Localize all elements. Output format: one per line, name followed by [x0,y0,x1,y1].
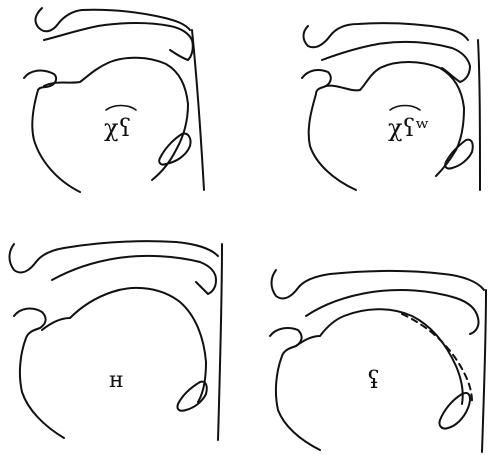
pharynx-wall [478,40,480,190]
panel-bottom-left-drawing [10,241,223,440]
epiglottis [439,393,470,429]
epiglottis [177,382,206,411]
symbol-label-bottom-left: ʜ [109,370,124,392]
tie-bar-top-right [390,106,420,111]
symbol-label-top-left: χʕ [104,116,131,140]
pharynx-wall [218,244,222,440]
lower-lip-jaw [14,309,64,438]
pharynx-wall [192,30,204,190]
upper-lip-teeth [35,8,190,31]
palate [44,23,193,60]
palate [306,290,479,334]
lower-lip-jaw [24,71,80,192]
tie-bar-top-left [106,106,136,111]
lower-lip-jaw [270,328,320,450]
panel-top-left-drawing [24,8,204,192]
upper-lip-teeth [272,270,485,298]
upper-lip-teeth [10,241,219,272]
epiglottis [159,134,190,165]
panel-top-right-drawing [302,23,480,190]
symbol-label-top-right: χʕʷ [388,116,429,140]
pharynx-wall [482,290,486,452]
tongue [42,288,206,402]
panel-bottom-right-drawing [270,270,486,452]
symbol-label-bottom-right: ʢ [367,368,380,392]
